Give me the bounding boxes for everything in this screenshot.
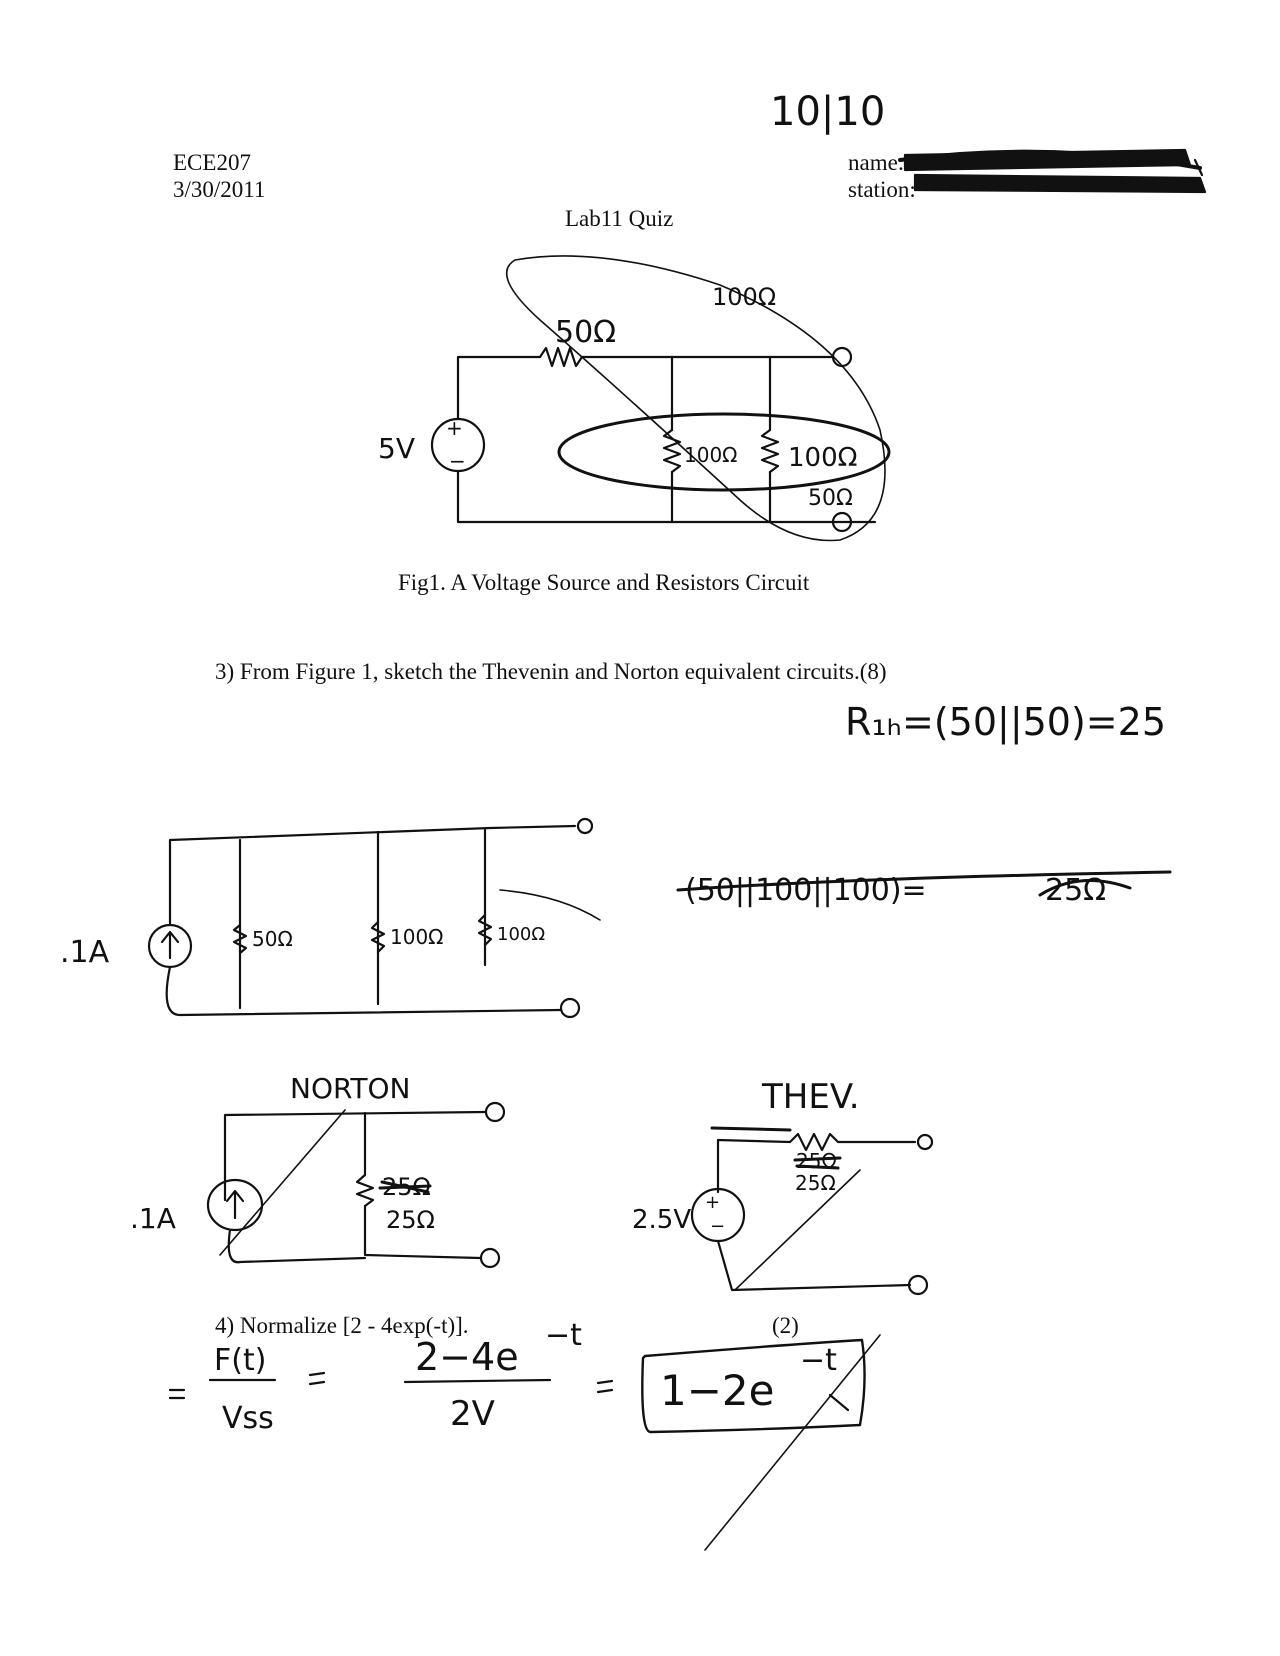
sketch-1-r3: 100Ω xyxy=(497,924,545,945)
thevenin-equivalent-sketch xyxy=(690,1126,934,1296)
normalize-work xyxy=(168,1334,881,1551)
series-resistor-note: 50Ω xyxy=(555,315,616,350)
figure-caption: Fig1. A Voltage Source and Resistors Cir… xyxy=(398,570,810,595)
sketch-1-current: .1A xyxy=(60,935,110,970)
rth-calculation: R₁ₕ=(50||50)=25 xyxy=(845,700,1166,745)
parallel-resistance-note: 100Ω xyxy=(712,283,776,311)
boxed-answer: 1−2e xyxy=(660,1366,774,1415)
parallel-resistor-sketch xyxy=(147,817,601,1019)
redaction-scribble xyxy=(898,148,1207,194)
score-mark: 10|10 xyxy=(770,89,885,135)
question-4-text: 4) Normalize [2 - 4exp(-t)]. xyxy=(215,1313,469,1338)
question-4-points: (2) xyxy=(772,1313,799,1338)
combined-resistance-note: 50Ω xyxy=(808,486,853,511)
station-label: station: xyxy=(848,177,916,202)
figure-1-circuit xyxy=(430,255,891,542)
strike-through-line xyxy=(676,870,1172,892)
source-minus: − xyxy=(449,449,466,473)
thevenin-voltage: 2.5V xyxy=(632,1205,691,1235)
course-code: ECE207 xyxy=(173,150,251,175)
sketch-1-r1: 50Ω xyxy=(252,927,293,951)
thevenin-resistance: 25Ω xyxy=(795,1171,836,1195)
norton-label: NORTON xyxy=(290,1072,411,1105)
crossed-out-result: 25Ω xyxy=(1045,873,1106,908)
thevenin-source-plus: + xyxy=(705,1192,720,1213)
fraction-numerator: 2−4e xyxy=(415,1335,519,1379)
resistor-1-note: 100Ω xyxy=(684,443,737,467)
source-plus: + xyxy=(446,416,463,440)
sketch-1-r2: 100Ω xyxy=(390,925,443,949)
quiz-title: Lab11 Quiz xyxy=(565,206,674,231)
numerator-exponent: −t xyxy=(545,1318,582,1353)
quiz-date: 3/30/2011 xyxy=(173,177,266,202)
thevenin-label: THEV. xyxy=(761,1077,860,1117)
question-3-text: 3) From Figure 1, sketch the Thevenin an… xyxy=(215,659,887,684)
answer-exponent: −t xyxy=(800,1343,837,1378)
norton-equivalent-sketch xyxy=(206,1101,506,1269)
norton-resistance: 25Ω xyxy=(386,1206,435,1234)
source-voltage-label: 5V xyxy=(378,432,415,465)
resistor-2-note: 100Ω xyxy=(788,443,858,473)
name-label: name: xyxy=(848,150,905,175)
fraction-denominator: 2V xyxy=(450,1394,495,1434)
lhs-denominator: Vss xyxy=(222,1401,274,1436)
norton-current: .1A xyxy=(130,1202,176,1235)
lhs-numerator: F(t) xyxy=(214,1343,266,1378)
thevenin-source-minus: − xyxy=(710,1216,725,1237)
